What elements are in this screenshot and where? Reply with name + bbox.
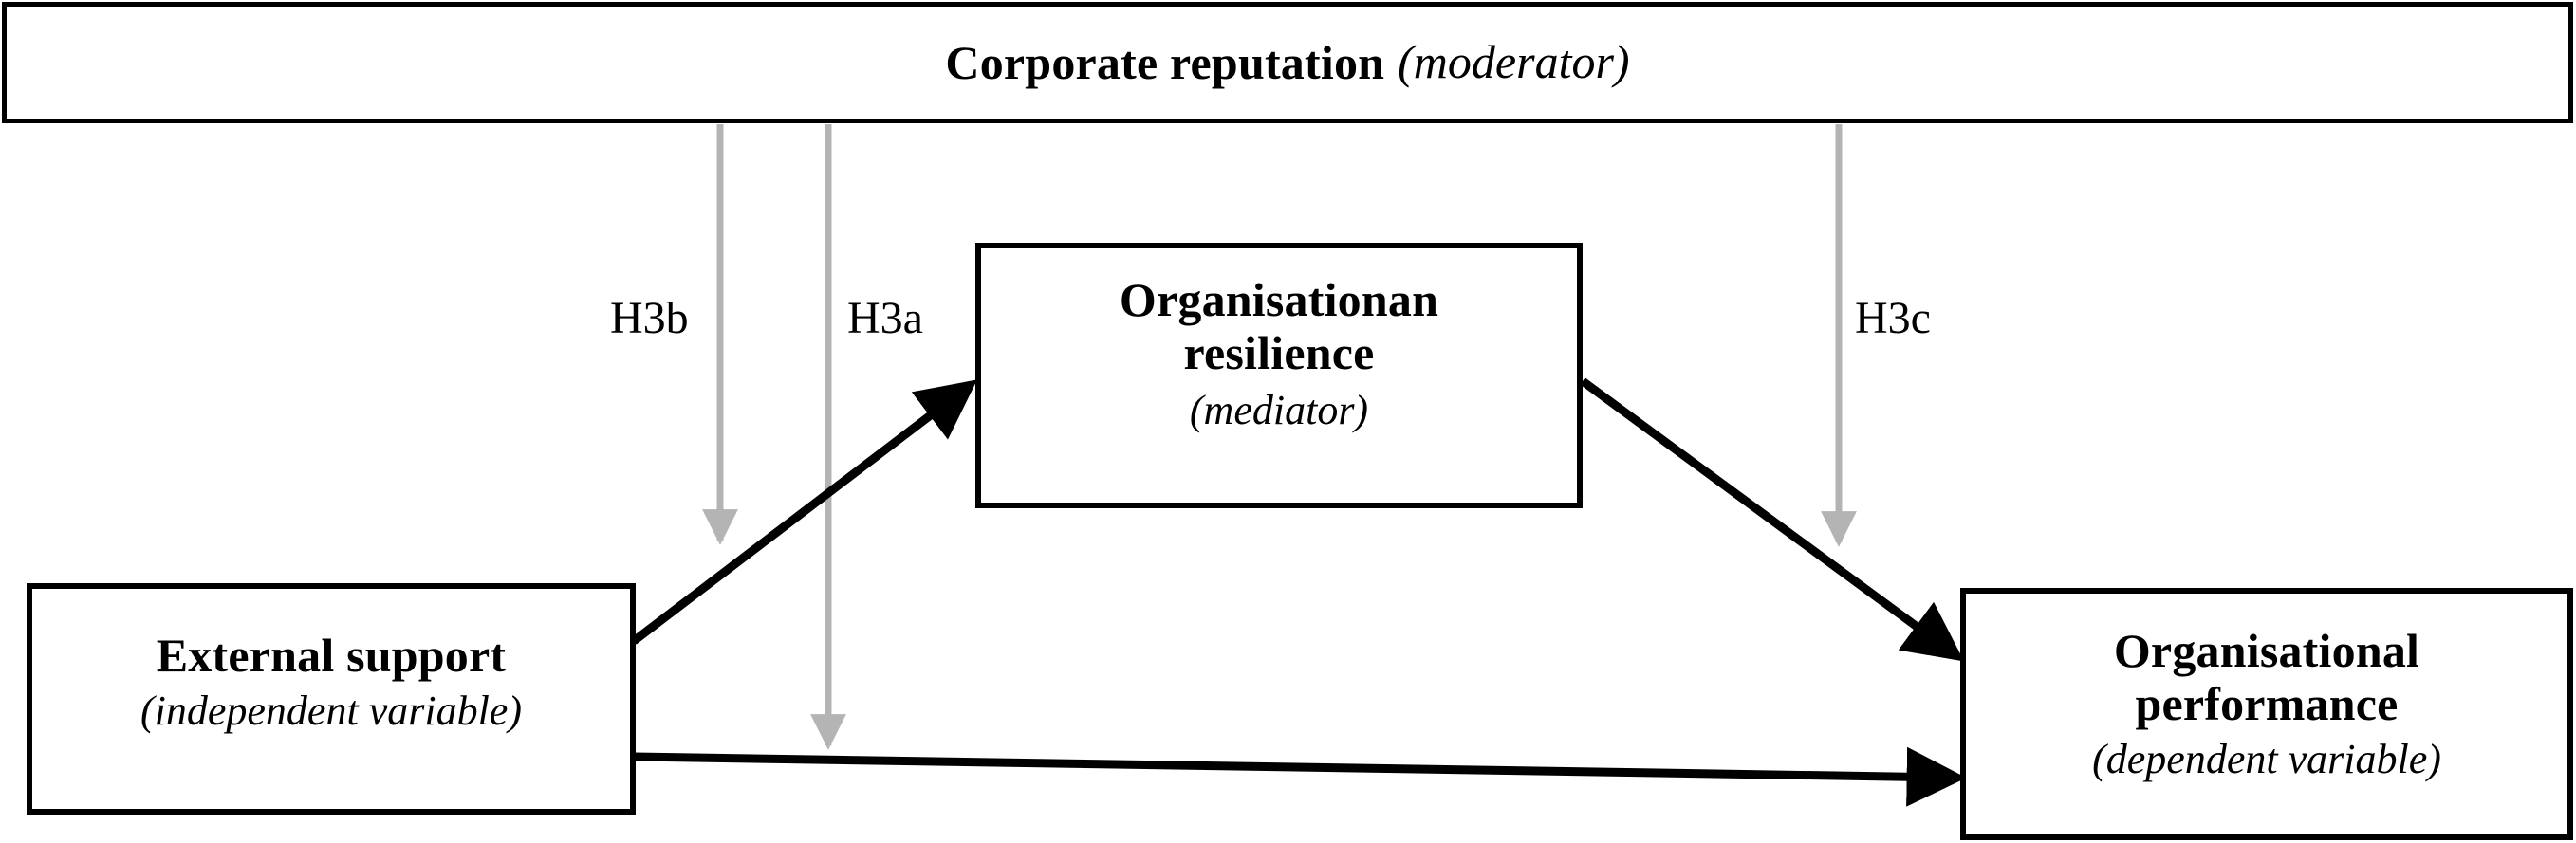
path-iv-to-mediator: [631, 379, 978, 645]
moderator-title: Corporate reputation: [945, 36, 1385, 89]
mediator-title-line1: Organisationan: [1119, 273, 1439, 326]
hypothesis-label-h3b: H3b: [610, 293, 689, 343]
hypothesis-label-h3a: H3a: [847, 293, 923, 343]
dependent-variable-role: (dependent variable): [2092, 736, 2441, 782]
dependent-variable-box: Organisational performance (dependent va…: [1960, 588, 2573, 840]
path-iv-to-dv: [633, 746, 1967, 807]
moderator-role: (moderator): [1398, 35, 1630, 89]
structural-path-group: [631, 377, 1967, 807]
mediator-title-line2: resilience: [1183, 326, 1375, 379]
path-mediator-to-dv: [1580, 377, 1965, 662]
hypothesis-label-h3c: H3c: [1855, 293, 1931, 343]
dependent-variable-title-line2: performance: [2135, 677, 2399, 730]
independent-variable-title: External support: [156, 629, 507, 682]
independent-variable-box: External support (independent variable): [27, 583, 636, 815]
dependent-variable-title-line1: Organisational: [2113, 624, 2420, 677]
mediator-role: (mediator): [1189, 387, 1369, 433]
mediator-box: Organisationan resilience (mediator): [975, 243, 1583, 508]
independent-variable-role: (independent variable): [140, 687, 522, 734]
moderator-box: Corporate reputation (moderator): [2, 2, 2573, 123]
moderator-path-group: [702, 124, 1857, 750]
